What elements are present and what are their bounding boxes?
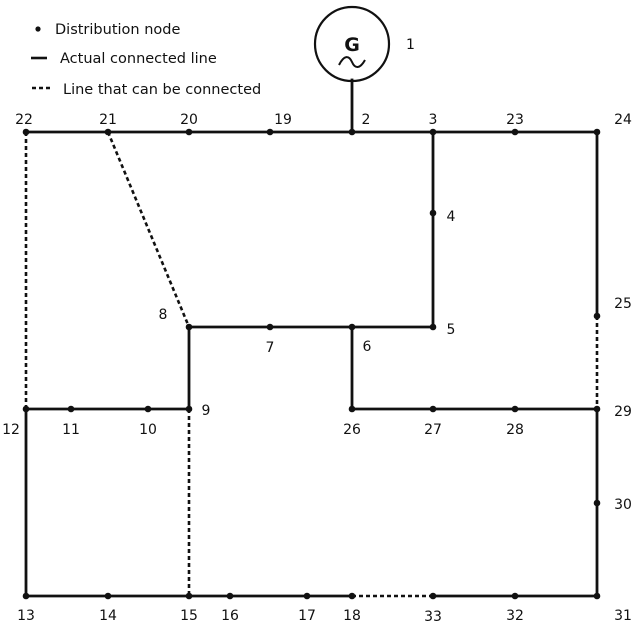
node-16 (226, 592, 234, 600)
node-label-26: 26 (343, 422, 361, 438)
legend-node-marker (35, 26, 41, 32)
generator-symbol: G (344, 34, 360, 56)
node-21 (104, 128, 112, 136)
node-4 (429, 209, 437, 217)
node-label-14: 14 (99, 608, 117, 624)
generator-number: 1 (406, 37, 415, 53)
node-2 (348, 128, 356, 136)
node-label-3: 3 (429, 112, 438, 128)
node-label-21: 21 (99, 112, 117, 128)
node-30 (593, 499, 601, 507)
generator-sine-icon (338, 56, 366, 68)
node-28 (511, 405, 519, 413)
node-15 (185, 592, 193, 600)
node-label-25: 25 (614, 296, 632, 312)
possible-line-21-8 (106, 131, 191, 328)
node-label-33: 33 (424, 609, 442, 625)
node-8 (185, 323, 193, 331)
node-14 (104, 592, 112, 600)
node-label-19: 19 (274, 112, 292, 128)
node-label-28: 28 (506, 422, 524, 438)
node-label-13: 13 (17, 608, 35, 624)
node-20 (185, 128, 193, 136)
node-29 (593, 405, 601, 413)
node-label-22: 22 (15, 112, 33, 128)
node-label-6: 6 (363, 339, 372, 355)
node-10 (144, 405, 152, 413)
node-19 (266, 128, 274, 136)
node-label-29: 29 (614, 404, 632, 420)
node-label-15: 15 (180, 608, 198, 624)
node-22 (22, 128, 30, 136)
node-label-10: 10 (139, 422, 157, 438)
node-label-30: 30 (614, 497, 632, 513)
node-label-18: 18 (343, 608, 361, 624)
node-17 (303, 592, 311, 600)
node-5 (429, 323, 437, 331)
node-label-16: 16 (221, 608, 239, 624)
node-label-11: 11 (62, 422, 80, 438)
legend-solid-label: Actual connected line (60, 51, 217, 67)
node-label-31: 31 (614, 608, 632, 624)
node-33 (429, 592, 437, 600)
legend: Distribution node Actual connected line … (31, 22, 261, 98)
node-label-4: 4 (447, 209, 456, 225)
node-18 (348, 592, 356, 600)
node-6 (348, 323, 356, 331)
node-label-7: 7 (266, 340, 275, 356)
node-label-9: 9 (202, 403, 211, 419)
node-13 (22, 592, 30, 600)
node-label-24: 24 (614, 112, 632, 128)
legend-dashed-label: Line that can be connected (63, 82, 261, 98)
node-27 (429, 405, 437, 413)
node-25 (593, 312, 601, 320)
node-3 (429, 128, 437, 136)
node-12 (22, 405, 30, 413)
node-label-27: 27 (424, 422, 442, 438)
node-label-17: 17 (298, 608, 316, 624)
node-label-32: 32 (506, 608, 524, 624)
legend-node-label: Distribution node (55, 22, 180, 38)
node-9 (185, 405, 193, 413)
node-label-23: 23 (506, 112, 524, 128)
node-11 (67, 405, 75, 413)
lines-layer (24, 78, 599, 598)
nodes-layer (22, 128, 601, 600)
node-24 (593, 128, 601, 136)
node-label-12: 12 (2, 422, 20, 438)
node-7 (266, 323, 274, 331)
node-label-2: 2 (362, 112, 371, 128)
node-label-20: 20 (180, 112, 198, 128)
node-label-8: 8 (159, 307, 168, 323)
node-32 (511, 592, 519, 600)
node-31 (593, 592, 601, 600)
generator: G 1 (313, 5, 415, 83)
node-26 (348, 405, 356, 413)
node-label-5: 5 (447, 322, 456, 338)
node-23 (511, 128, 519, 136)
